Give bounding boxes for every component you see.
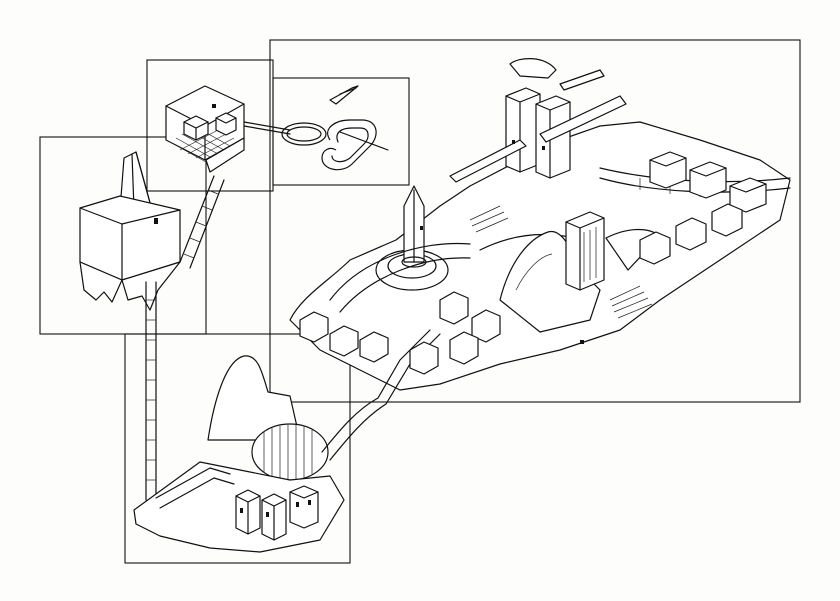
cube-room-drawing bbox=[165, 85, 291, 173]
knot-drawing bbox=[281, 85, 389, 171]
tower-drawing bbox=[79, 151, 225, 501]
city-panel-frame bbox=[269, 39, 801, 403]
dome-village-drawing bbox=[133, 355, 387, 553]
tower-panel-frame bbox=[39, 136, 207, 335]
dome-village-panel-frame bbox=[124, 333, 351, 564]
panel-frames bbox=[39, 39, 801, 564]
city-drawing bbox=[289, 58, 791, 405]
